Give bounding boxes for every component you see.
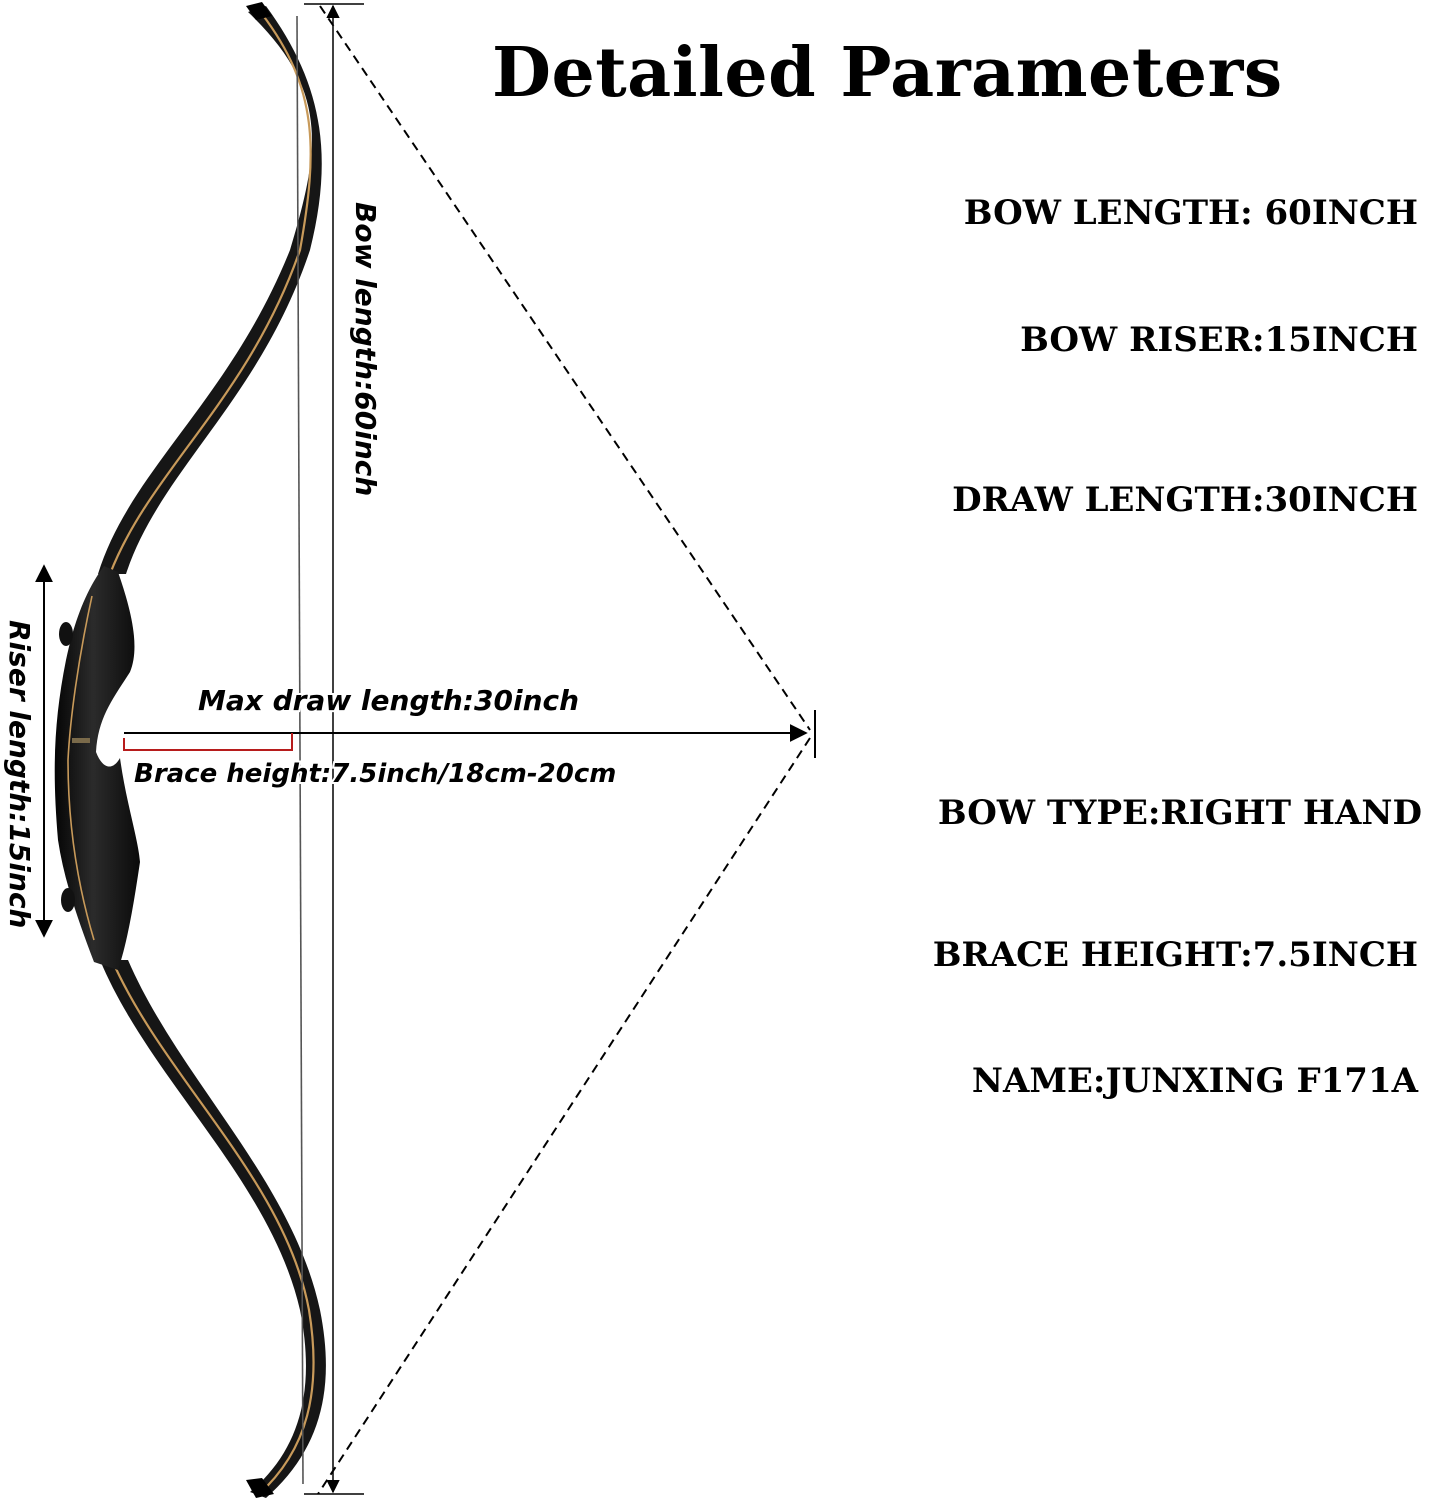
riser-length-label: Riser length:15inch (3, 620, 36, 928)
bow-string (296, 15, 304, 1485)
param-draw-length: DRAW LENGTH:30INCH (952, 480, 1418, 520)
page-title: Detailed Parameters (492, 33, 1283, 113)
lower-limb (100, 960, 326, 1498)
param-bow-riser: BOW RISER:15INCH (1020, 320, 1418, 360)
draw-dashed-upper (319, 5, 811, 731)
bow-length-label: Bow length:60inch (349, 202, 382, 496)
brace-height-marker (123, 733, 293, 751)
param-name: NAME:JUNXING F171A (971, 1061, 1418, 1101)
lower-limb-tip (246, 1478, 274, 1498)
draw-dashed-lower (317, 737, 811, 1495)
param-bow-type: BOW TYPE:RIGHT HAND (937, 793, 1422, 833)
param-bow-length: BOW LENGTH: 60INCH (963, 193, 1418, 233)
upper-limb-tip (246, 2, 272, 20)
riser-logo (72, 738, 90, 743)
upper-bushing (59, 622, 73, 646)
riser-stripe (67, 595, 95, 941)
upper-limb-stripe (108, 13, 312, 575)
lower-bushing (61, 888, 75, 912)
max-draw-length-label: Max draw length:30inch (198, 684, 579, 717)
param-brace-height: BRACE HEIGHT:7.5INCH (932, 935, 1418, 975)
brace-height-label: Brace height:7.5inch/18cm-20cm (134, 759, 616, 789)
upper-limb (98, 6, 322, 574)
lower-limb-stripe (110, 959, 315, 1496)
riser (54, 566, 140, 970)
